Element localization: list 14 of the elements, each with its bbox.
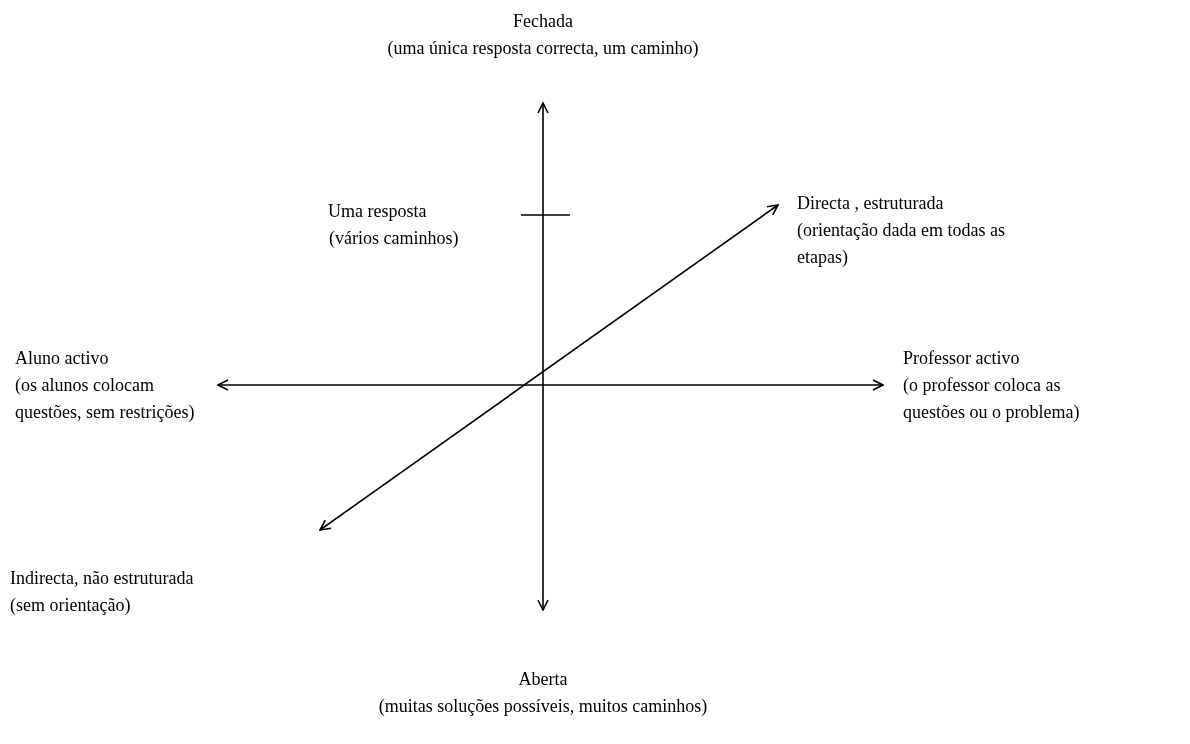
- axis-label: Professor activo: [903, 348, 1020, 368]
- axis-description: (uma única resposta correcta, um caminho): [387, 38, 699, 58]
- axis-label: Directa , estruturada: [797, 193, 944, 213]
- point-label: Uma resposta: [328, 201, 427, 221]
- axis-description: (muitas soluções possíveis, muitos caminhos): [378, 696, 708, 716]
- point-description: (vários caminhos): [329, 228, 459, 248]
- axis-description: (os alunos colocam questões, sem restrições): [15, 375, 195, 422]
- axis-label: Fechada: [513, 11, 573, 31]
- axis-description: (orientação dada em todas as etapas): [797, 220, 1005, 267]
- axis-description: (o professor coloca as questões ou o problema): [903, 375, 1080, 422]
- axis-label: Indirecta, não estruturada: [10, 568, 194, 588]
- axis-description: (sem orientação): [10, 595, 131, 615]
- axis-label: Aberta: [518, 669, 568, 689]
- axis-label: Aluno activo: [15, 348, 109, 368]
